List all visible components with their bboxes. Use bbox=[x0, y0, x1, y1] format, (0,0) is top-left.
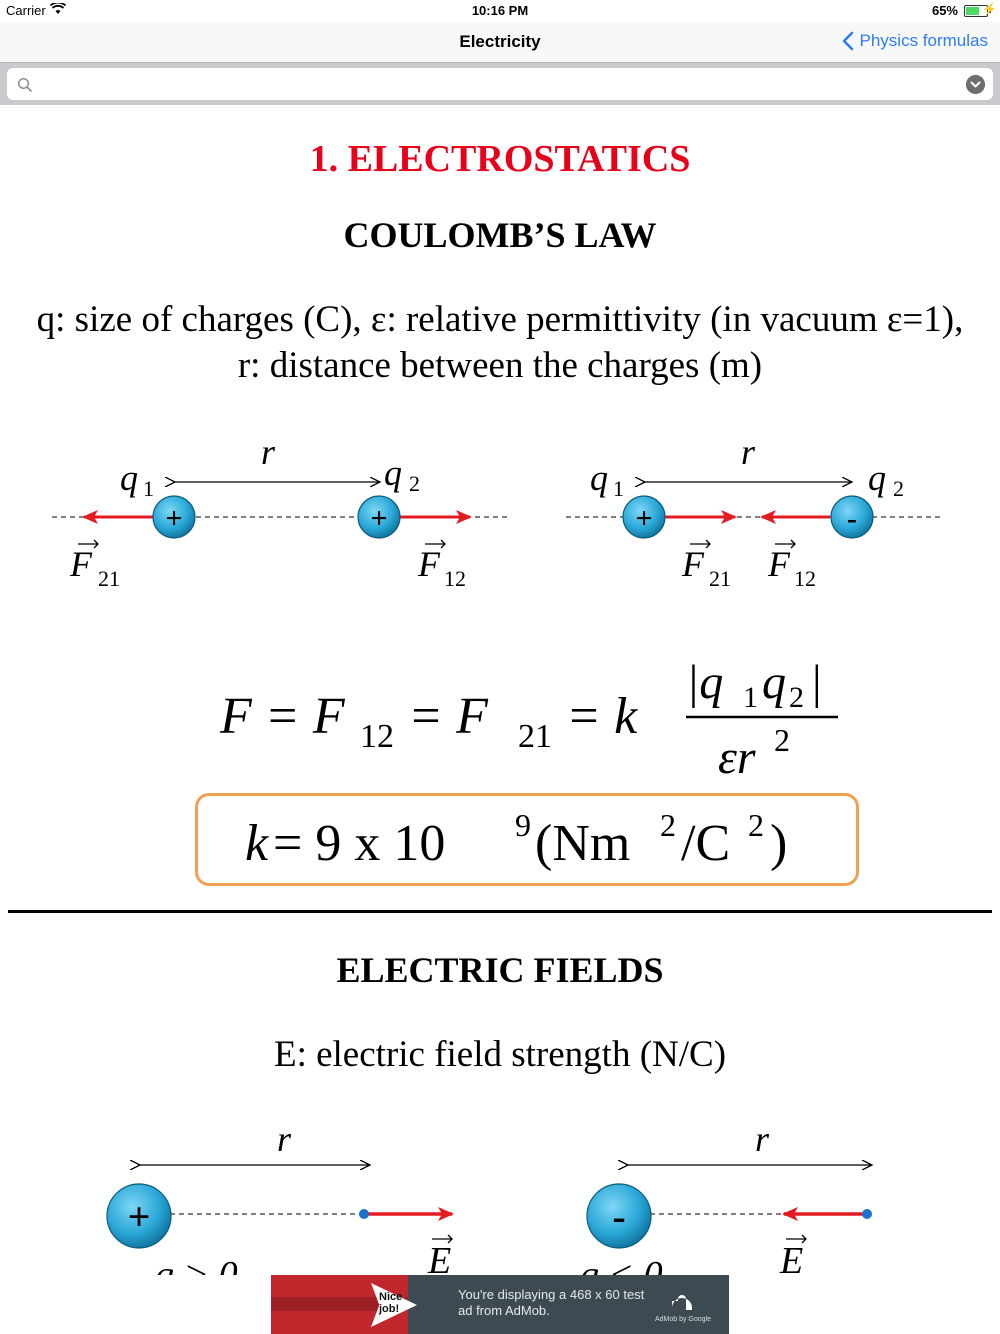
diagram4-e-label: E bbox=[779, 1240, 803, 1275]
coulomb-law-title: COULOMB’S LAW bbox=[343, 215, 657, 255]
coulomb-description-line1: q: size of charges (C), ε: relative perm… bbox=[36, 299, 964, 340]
constant-unit-close: ) bbox=[770, 815, 787, 872]
diagram1-f21-sub: 21 bbox=[98, 566, 120, 591]
electric-fields-title: ELECTRIC FIELDS bbox=[336, 950, 664, 990]
electric-field-diagram: r + E q > 0 r - E q < 0 bbox=[106, 1119, 1000, 1275]
diagram1-charge2-sign: + bbox=[370, 502, 387, 535]
coulomb-diagram: r q 1 q 2 + + F 21 F 12 r q 1 q 2 bbox=[52, 432, 940, 591]
formula-numerator-bar: | bbox=[812, 656, 822, 709]
constant-value: = 9 x 10 bbox=[273, 815, 445, 872]
admob-logo-icon bbox=[672, 1295, 692, 1310]
electric-fields-description: E: electric field strength (N/C) bbox=[273, 1034, 727, 1075]
battery-percent: 65% bbox=[931, 3, 958, 18]
formula-numerator-sub1: 1 bbox=[743, 681, 758, 714]
chevron-down-icon[interactable] bbox=[966, 75, 985, 94]
diagram1-q2-sub: 2 bbox=[409, 471, 420, 496]
diagram3-e-label: E bbox=[427, 1240, 451, 1275]
formula-denominator: εr bbox=[718, 731, 756, 784]
wifi-icon bbox=[50, 3, 66, 14]
constant-unit-mid: /C bbox=[681, 815, 730, 872]
diagram3-charge bbox=[106, 1183, 172, 1249]
search-input[interactable] bbox=[39, 72, 943, 98]
search-icon bbox=[17, 77, 32, 92]
battery-icon bbox=[964, 5, 991, 17]
formula-lhs: F = F bbox=[219, 688, 346, 745]
diagram2-q2-label: q bbox=[868, 458, 886, 498]
diagram2-r-label: r bbox=[741, 432, 756, 472]
formula-numerator-q1: |q bbox=[686, 656, 723, 709]
diagram3-condition: q > 0 bbox=[155, 1254, 238, 1275]
diagram3-charge-sign: + bbox=[128, 1194, 151, 1239]
diagram2-f21-label: F bbox=[681, 544, 705, 584]
navigation-bar: Electricity Physics formulas bbox=[0, 22, 1000, 63]
constant-unit-open: (Nm bbox=[535, 815, 630, 872]
ad-attribution: AdMob by Google bbox=[654, 1316, 711, 1323]
diagram4-negative-field: r - E q < 0 bbox=[580, 1119, 872, 1275]
section-title: 1. ELECTROSTATICS bbox=[309, 138, 691, 180]
diagram2-f12-label: F bbox=[767, 544, 791, 584]
chevron-left-icon bbox=[842, 31, 853, 51]
formula-numerator-q2: q bbox=[762, 656, 786, 709]
back-button[interactable]: Physics formulas bbox=[838, 29, 988, 53]
diagram3-positive-field: r + E q > 0 bbox=[106, 1119, 454, 1275]
status-time: 10:16 PM bbox=[471, 3, 529, 18]
diagram2-charge2-sign: - bbox=[847, 502, 857, 535]
diagram1-r-label: r bbox=[261, 432, 276, 472]
diagram2-q1-sub: 1 bbox=[613, 476, 624, 501]
constant-unit-sup1: 2 bbox=[660, 807, 676, 843]
formula-numerator-sub2: 2 bbox=[789, 681, 804, 714]
page-title: Electricity bbox=[459, 32, 541, 51]
diagram2-opposite-charges: r q 1 q 2 + - F 21 F 12 bbox=[566, 432, 940, 591]
constant-exponent: 9 bbox=[515, 807, 531, 843]
diagram1-q2-label: q bbox=[384, 453, 402, 493]
diagram1-q1-label: q bbox=[120, 458, 138, 498]
back-button-label: Physics formulas bbox=[859, 31, 988, 50]
charging-icon: ⚡ bbox=[982, 2, 997, 16]
search-bar bbox=[0, 63, 1000, 105]
formula-sub12: 12 bbox=[360, 718, 394, 755]
diagram2-charge2 bbox=[830, 495, 874, 539]
diagram1-charge1 bbox=[152, 495, 196, 539]
coulomb-constant: k = 9 x 10 9 (Nm 2 /C 2 ) bbox=[245, 807, 787, 872]
formula-denominator-sup: 2 bbox=[774, 722, 790, 758]
diagram1-q1-sub: 1 bbox=[143, 476, 154, 501]
ad-banner[interactable]: Nice job! You're displaying a 468 x 60 t… bbox=[271, 1275, 729, 1334]
diagram2-charge1 bbox=[622, 495, 666, 539]
carrier-label: Carrier bbox=[6, 3, 46, 18]
diagram1-f12-sub: 12 bbox=[444, 566, 466, 591]
diagram1-charge2 bbox=[357, 495, 401, 539]
formula-k: = k bbox=[566, 688, 638, 745]
section-divider bbox=[8, 910, 992, 913]
diagram3-r-label: r bbox=[277, 1119, 292, 1159]
diagram1-charge1-sign: + bbox=[165, 502, 182, 535]
diagram4-charge bbox=[586, 1183, 652, 1249]
search-field-container bbox=[7, 68, 993, 100]
coulomb-description-line2: r: distance between the charges (m) bbox=[237, 345, 763, 386]
constant-k: k bbox=[245, 815, 269, 872]
status-bar: Carrier 10:16 PM 65% ⚡ bbox=[0, 0, 1000, 22]
constant-unit-sup2: 2 bbox=[748, 807, 764, 843]
diagram1-like-charges: r q 1 q 2 + + F 21 F 12 bbox=[52, 432, 510, 591]
coulomb-formula: F = F 12 = F 21 = k |q 1 q 2 | εr 2 bbox=[219, 656, 838, 784]
content-area[interactable]: 1. ELECTROSTATICS COULOMB’S LAW q: size … bbox=[0, 105, 1000, 1334]
diagram2-f12-sub: 12 bbox=[794, 566, 816, 591]
diagram2-f21-sub: 21 bbox=[709, 566, 731, 591]
diagram4-r-label: r bbox=[755, 1119, 770, 1159]
ad-message: You're displaying a 468 x 60 test ad fro… bbox=[458, 1287, 645, 1318]
formula-mid: = F bbox=[408, 688, 489, 745]
ad-badge-text: Nice job! bbox=[379, 1291, 403, 1315]
diagram2-q2-sub: 2 bbox=[893, 476, 904, 501]
coulomb-constant-box bbox=[195, 793, 859, 886]
diagram1-f21-label: F bbox=[69, 544, 93, 584]
diagram4-charge-sign: - bbox=[612, 1194, 625, 1239]
formula-sub21: 21 bbox=[518, 718, 552, 755]
diagram1-f12-label: F bbox=[417, 544, 441, 584]
diagram4-condition: q < 0 bbox=[580, 1254, 663, 1275]
diagram2-q1-label: q bbox=[590, 458, 608, 498]
diagram2-charge1-sign: + bbox=[635, 502, 652, 535]
